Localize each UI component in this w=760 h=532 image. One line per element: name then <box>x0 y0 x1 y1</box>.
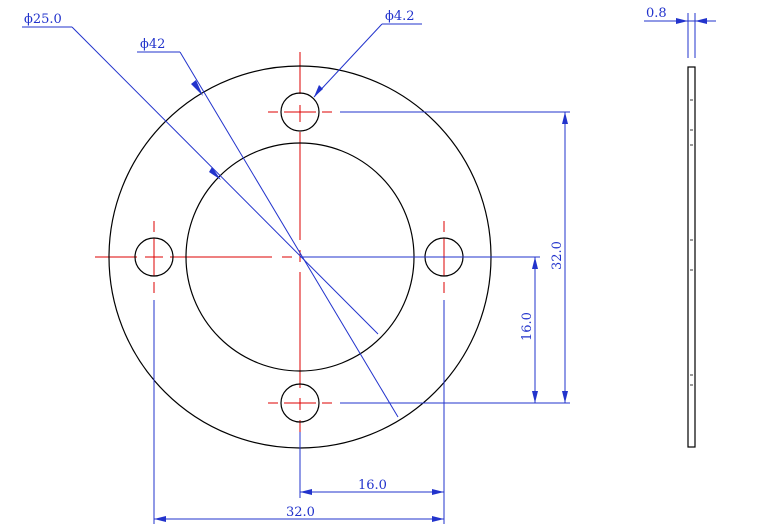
bolt-hole-top <box>280 92 320 132</box>
dim-label-phi-42: ϕ42 <box>140 37 165 52</box>
dimension-lines <box>22 13 716 524</box>
dim-label-vertical-16: 16.0 <box>520 312 535 341</box>
dimension-arrows <box>154 18 707 522</box>
dim-label-phi-4-2: ϕ4.2 <box>385 9 415 24</box>
dim-label-horizontal-32: 32.0 <box>286 505 315 520</box>
dim-label-vertical-32: 32.0 <box>550 241 565 270</box>
side-view <box>687 66 696 448</box>
dim-label-thickness: 0.8 <box>646 6 667 21</box>
bolt-hole-bottom <box>280 383 320 423</box>
dim-label-phi-25: ϕ25.0 <box>24 12 62 27</box>
bolt-hole-left <box>134 237 174 277</box>
dim-label-horizontal-16: 16.0 <box>358 478 387 493</box>
